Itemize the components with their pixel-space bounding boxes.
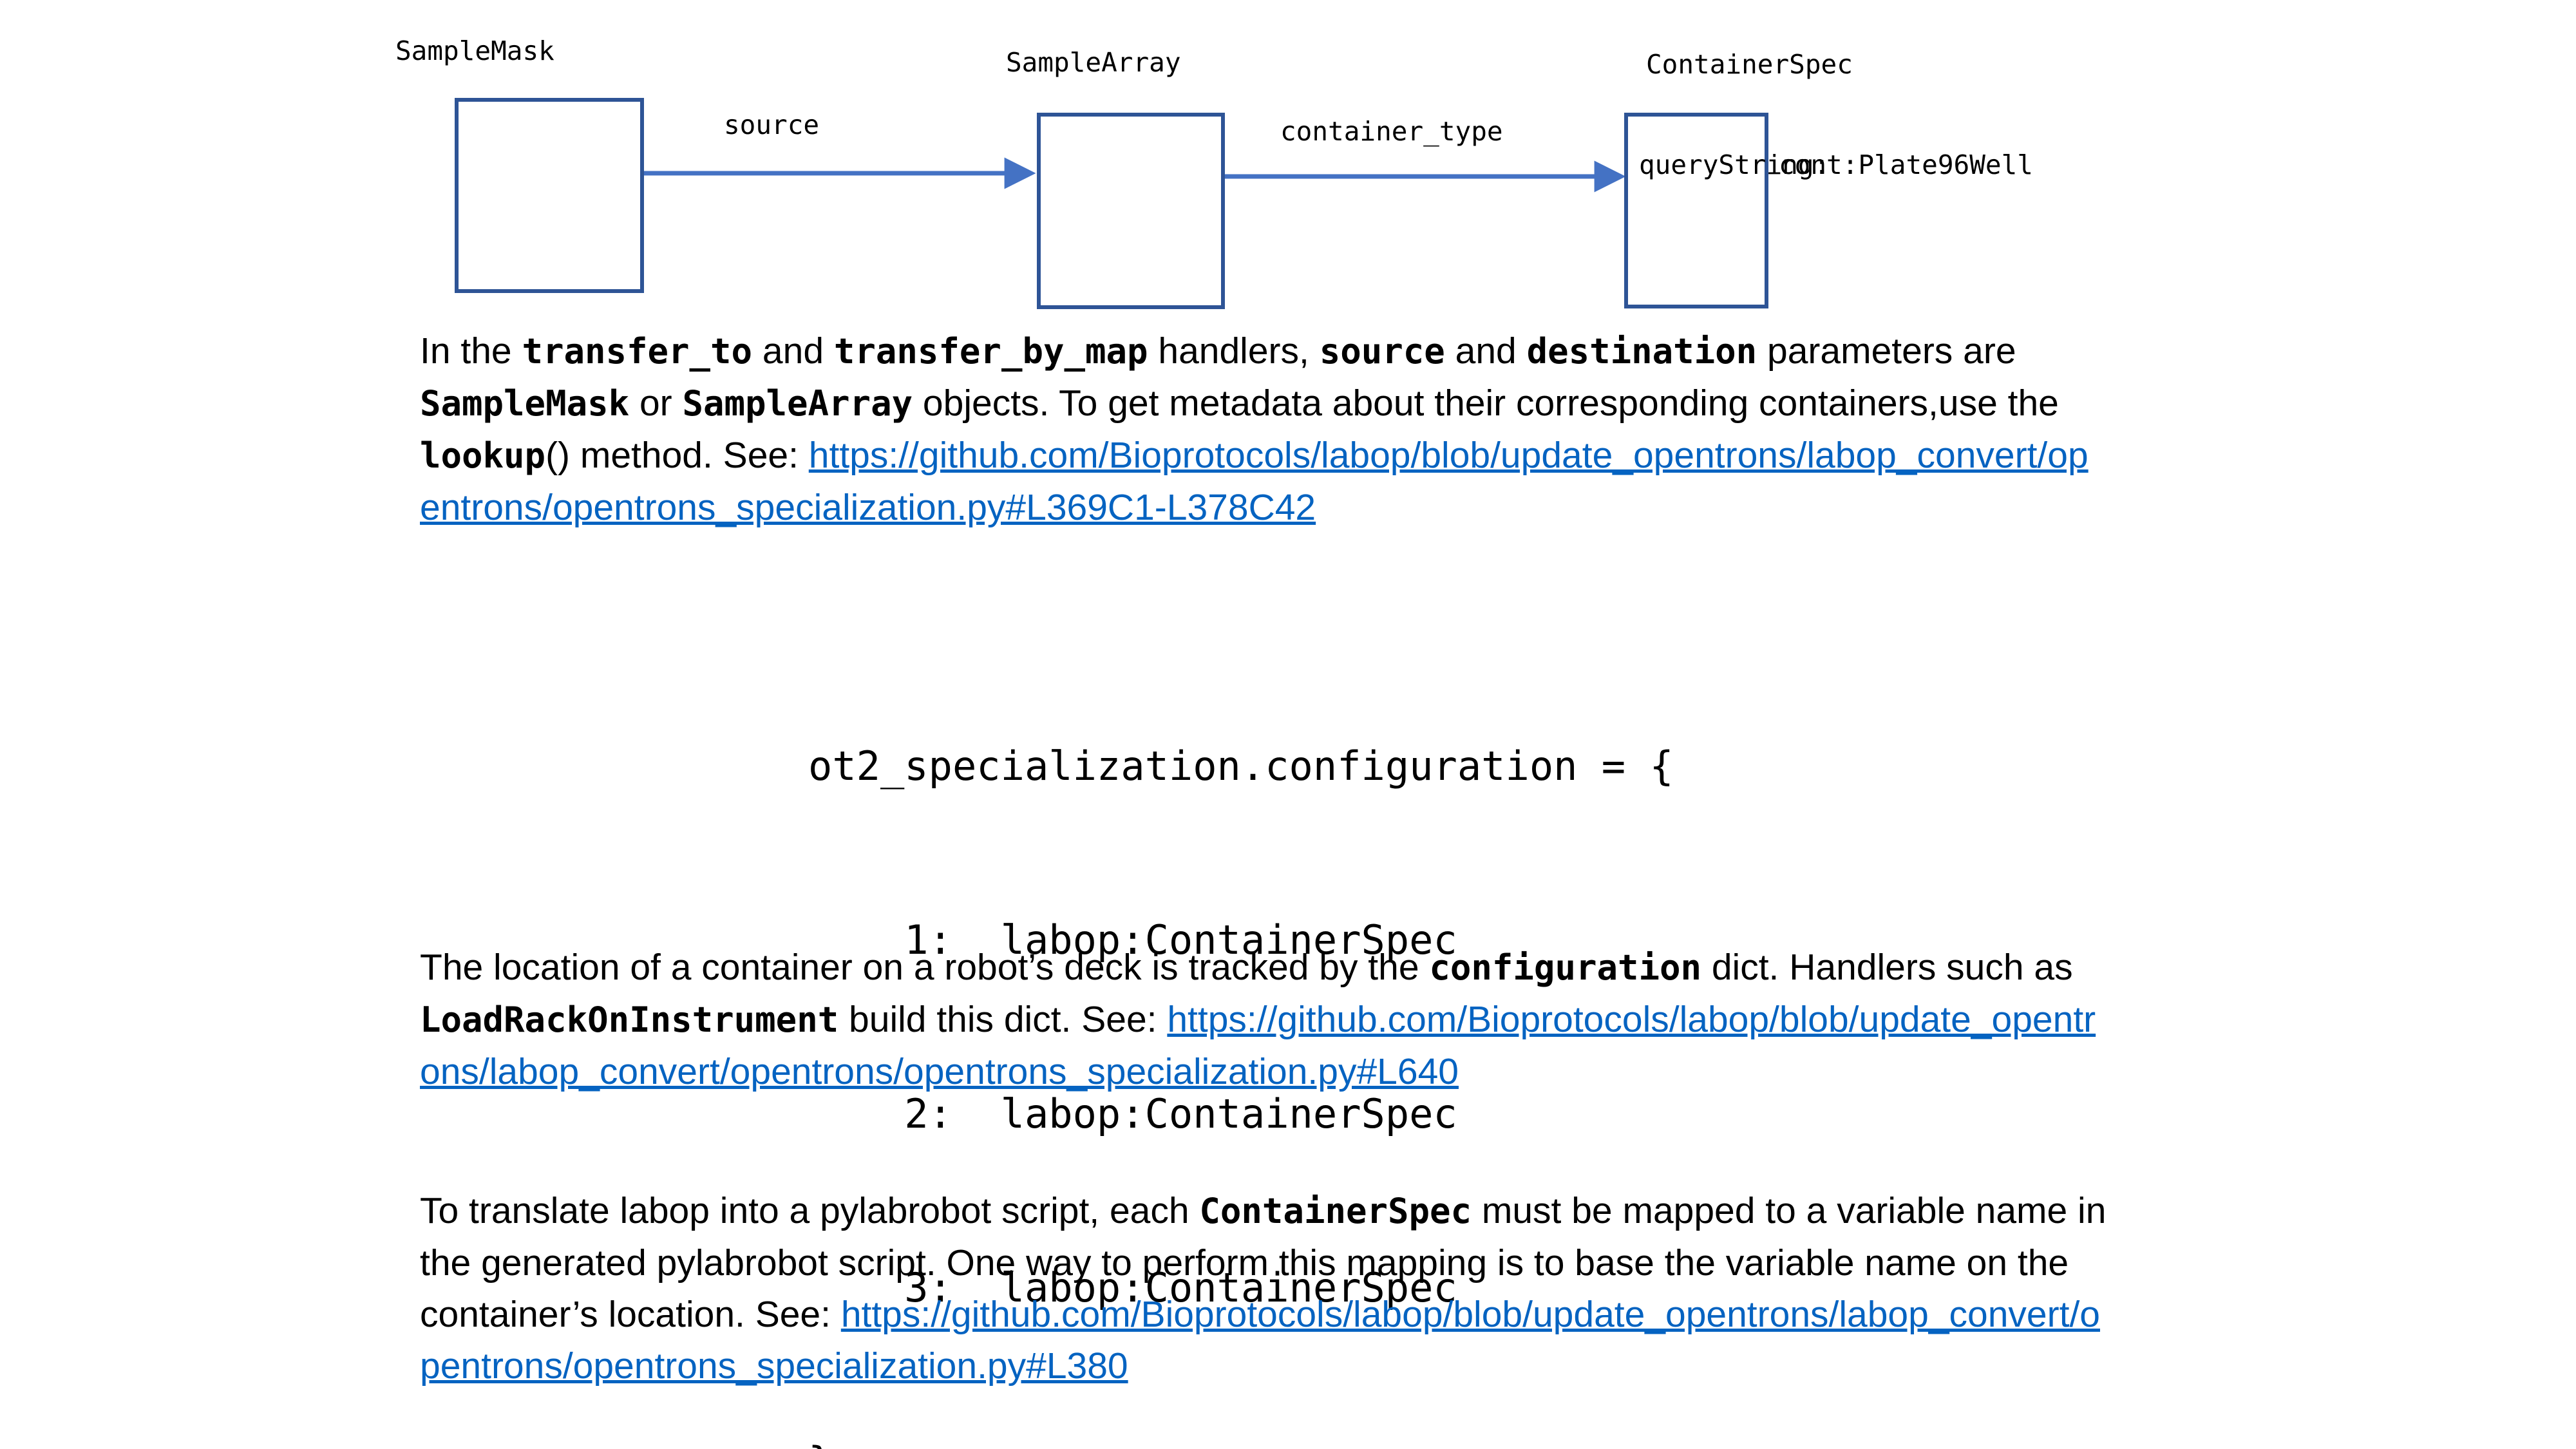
p2-text-1: The location of a container on a robot’s…	[420, 947, 1430, 988]
p3-text-1: To translate labop into a pylabrobot scr…	[420, 1190, 1200, 1231]
node-box-samplemask[interactable]	[455, 98, 644, 293]
node-box-samplearray[interactable]	[1037, 113, 1225, 309]
class-relationship-diagram: SampleMask SampleArray ContainerSpec que…	[0, 0, 2576, 322]
p1-text-6: or	[629, 383, 683, 424]
p1-text-2: and	[752, 330, 834, 372]
p1-text-7: objects. To get metadata about their cor…	[913, 383, 2059, 424]
p1-code-samplearray: SampleArray	[682, 383, 913, 424]
node-label-samplemask: SampleMask	[395, 35, 554, 66]
code-line-4: }	[808, 1433, 1674, 1449]
p1-code-destination: destination	[1526, 331, 1757, 372]
p1-text-8: () method. See:	[545, 435, 799, 476]
p3-text-2: must be mapped to a variable name in the…	[420, 1190, 2107, 1335]
p1-code-source: source	[1319, 331, 1445, 372]
code-line-2: 2: labop:ContainerSpec	[808, 1090, 1457, 1137]
node-label-samplearray: SampleArray	[1006, 47, 1181, 78]
containerspec-querystring-value: cont:Plate96Well	[1779, 149, 2033, 180]
link-opentrons-specialization-l380[interactable]: https://github.com/Bioprotocols/labop/bl…	[420, 1294, 2100, 1387]
code-line-1: 1: labop:ContainerSpec	[808, 916, 1457, 963]
edge-label-container-type: container_type	[1280, 116, 1503, 147]
p2-code-configuration: configuration	[1429, 947, 1702, 988]
node-label-containerspec: ContainerSpec	[1646, 49, 1853, 80]
p2-text-3: build this dict. See:	[838, 999, 1157, 1040]
p3-code-containerspec: ContainerSpec	[1199, 1191, 1472, 1231]
p2-code-loadrackoninstrument: LoadRackOnInstrument	[420, 999, 839, 1040]
paragraph-pylabrobot-mapping: To translate labop into a pylabrobot scr…	[420, 1185, 2107, 1392]
edge-label-source: source	[724, 109, 820, 140]
configuration-code-block: ot2_specialization.configuration = { 1: …	[808, 621, 1674, 1449]
p1-code-transfer-by-map: transfer_by_map	[833, 331, 1148, 372]
code-line-3: 3: labop:ContainerSpec	[808, 1264, 1457, 1311]
diagram-connectors	[644, 157, 1626, 193]
node-box-containerspec[interactable]	[1624, 113, 1768, 308]
paragraph-transfer-handlers: In the transfer_to and transfer_by_map h…	[420, 325, 2107, 533]
p1-text-1: In the	[420, 330, 522, 372]
p1-code-lookup: lookup	[420, 435, 546, 476]
code-line-0: ot2_specialization.configuration = {	[808, 743, 1674, 790]
containerspec-querystring-label: queryString:	[1639, 149, 1830, 180]
p2-text-2: dict. Handlers such as	[1701, 947, 2073, 988]
p1-code-transfer-to: transfer_to	[522, 331, 753, 372]
paragraph-configuration-dict: The location of a container on a robot’s…	[420, 942, 2107, 1097]
p1-text-3: handlers,	[1148, 330, 1320, 372]
p1-text-5: parameters are	[1757, 330, 2016, 372]
p1-code-samplemask: SampleMask	[420, 383, 630, 424]
link-opentrons-specialization-l369[interactable]: https://github.com/Bioprotocols/labop/bl…	[420, 435, 2088, 528]
p1-text-4: and	[1444, 330, 1527, 372]
link-opentrons-specialization-l640[interactable]: https://github.com/Bioprotocols/labop/bl…	[420, 999, 2096, 1092]
